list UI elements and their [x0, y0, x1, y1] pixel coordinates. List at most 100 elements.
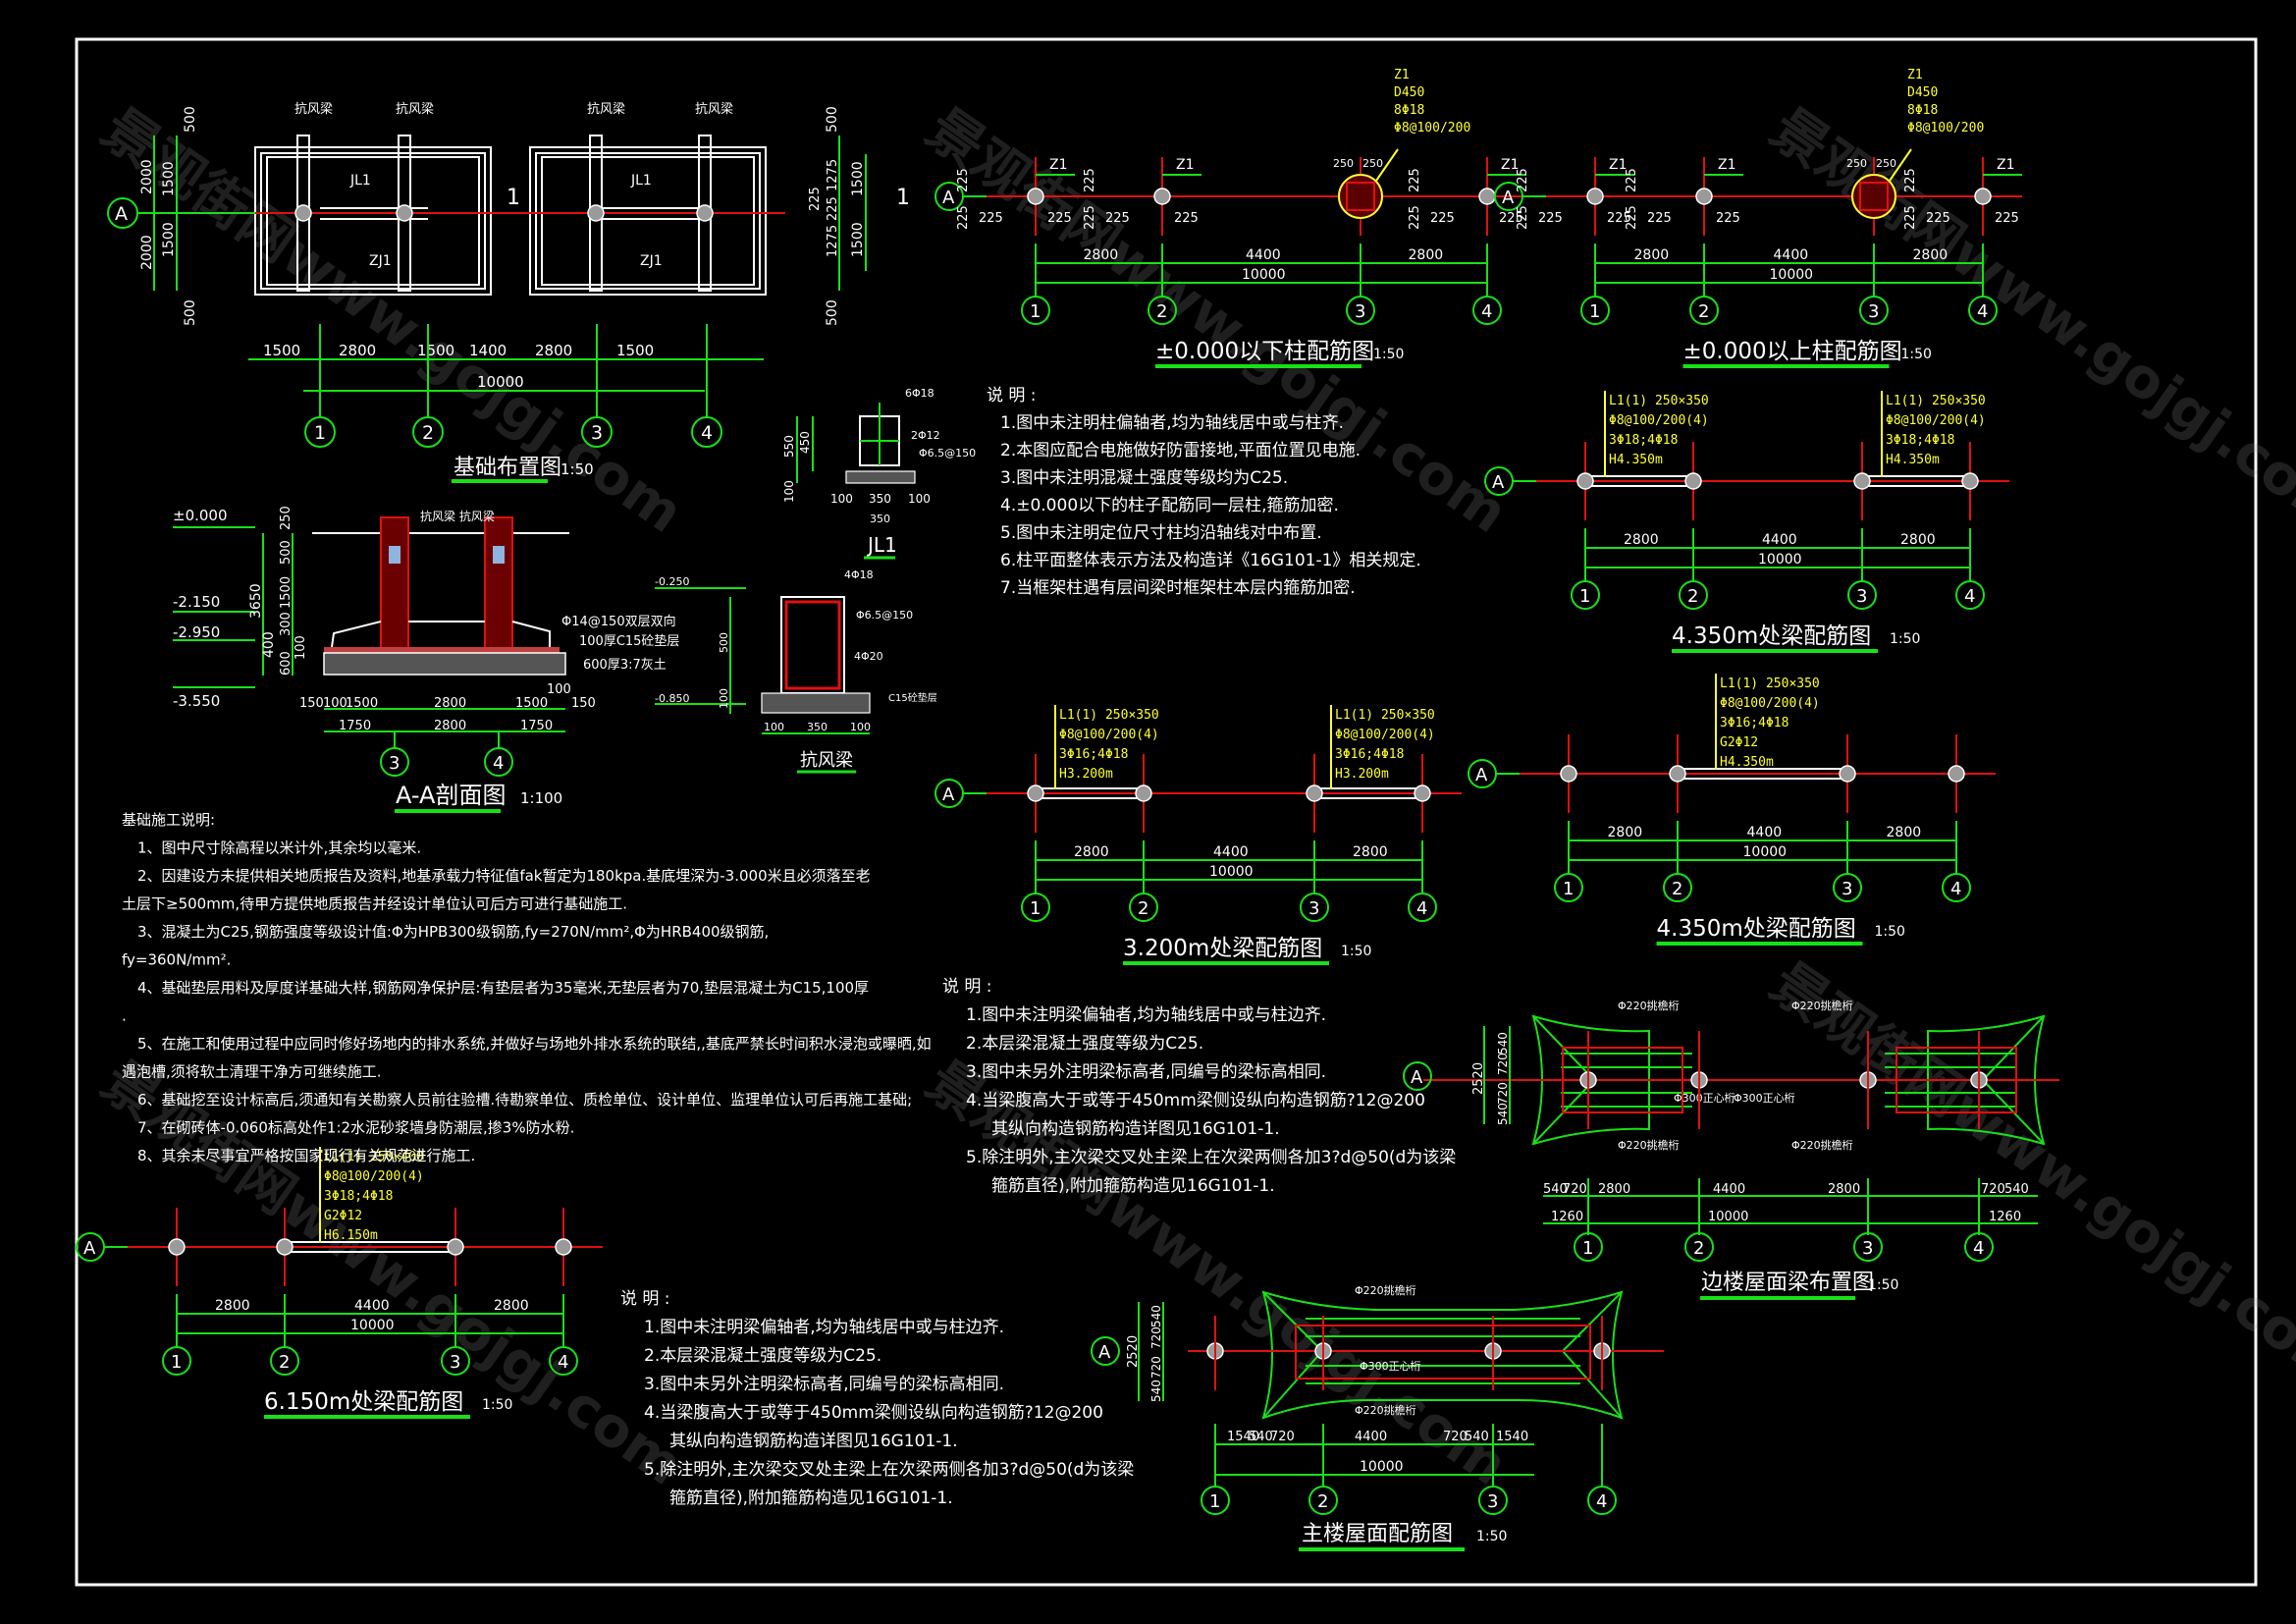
axis-label: 4 — [1950, 879, 1961, 899]
dim-text: 1500 — [279, 576, 294, 609]
axis-bubble — [1478, 1486, 1508, 1515]
axis-bubble — [162, 1346, 191, 1376]
watermark: 景观街网www.gojgj.com — [1759, 96, 2296, 546]
axis-bubble — [1021, 893, 1050, 922]
note-item: 1.图中未注明柱偏轴者,均为轴线居中或与柱齐. — [1000, 413, 1344, 433]
column — [1669, 765, 1686, 783]
drawing-title: 4.350m处梁配筋图 — [1657, 916, 1856, 942]
dim-text: 150 — [571, 696, 596, 711]
column — [1027, 785, 1044, 802]
rebar-layer — [324, 647, 560, 653]
foundation-plan: 抗风梁 抗风梁 抗风梁 抗风梁 JL1 JL1 ZJ1 ZJ1 1 1 2000… — [137, 102, 910, 483]
dim-text: 1500 — [346, 696, 378, 711]
plan-beam_320: AL1(1) 250×350Φ8@100/200(4)3Φ16;4Φ18H3.2… — [934, 705, 1462, 965]
dim-text: 720 — [1270, 1430, 1295, 1444]
dim-text: 300 — [279, 612, 294, 636]
note-item: 5、在施工和使用过程中应同时修好场地内的排水系统,并做好与场地外排水系统的联结,… — [137, 1035, 932, 1053]
axis-label: A — [1411, 1067, 1423, 1088]
axis-label: 3 — [1487, 1491, 1498, 1512]
section-mark: 1 — [507, 186, 520, 210]
axis-bubble — [412, 416, 444, 448]
dim-text: 2800 — [1084, 247, 1119, 263]
axis-label: 1 — [1563, 879, 1574, 899]
pier — [380, 516, 409, 652]
note-text: 100厚C15砼垫层 — [579, 633, 679, 649]
rebar-text: 4Φ18 — [844, 568, 874, 581]
zj1-label: ZJ1 — [369, 253, 392, 269]
dim-text: 4400 — [1246, 247, 1281, 263]
dim-text: 500 — [718, 632, 730, 653]
dim-text: 350 — [869, 492, 891, 506]
wind-beam-section — [389, 546, 400, 564]
note-item: fy=360N/mm². — [122, 951, 231, 969]
dim-text: 540 — [1149, 1380, 1163, 1402]
dim-text: 100 — [764, 721, 784, 733]
roof-eave — [1531, 1014, 1650, 1146]
dim-text: 225 — [956, 168, 971, 192]
dim-text: 100 — [718, 688, 730, 709]
dim-text: 225 — [1903, 205, 1918, 230]
level-text: ±0.000 — [173, 507, 228, 524]
dim-text: 350 — [807, 721, 828, 733]
beam-label: Φ8@100/200(4) — [1059, 728, 1159, 742]
axis-bubble — [1587, 1486, 1617, 1515]
tag-text: Φ300正心桁 — [1360, 1359, 1421, 1373]
dim-text: 100 — [830, 492, 853, 506]
axis-bubble — [1853, 1232, 1883, 1262]
axis-bubble — [1663, 873, 1692, 902]
note-item: 4、基础垫层用料及厚度详基础大样,钢筋网净保护层:有垫层者为35毫米,无垫层者为… — [137, 979, 869, 997]
dim-text: 550 — [782, 435, 796, 458]
dim-text: 2800 — [434, 719, 466, 733]
axis-bubble — [380, 747, 409, 777]
axis-label: 1 — [1579, 586, 1590, 607]
drawing-title: 边楼屋面梁布置图 — [1701, 1271, 1874, 1295]
lime-soil-layer — [323, 652, 566, 676]
hip-line — [1262, 1291, 1323, 1352]
axis-bubble — [1689, 296, 1719, 325]
dim-text: 225 — [1516, 168, 1530, 192]
beam-label: H3.200m — [1059, 767, 1113, 782]
column-tag: Z1 — [1049, 157, 1068, 173]
note-item: 7.当框架柱遇有层间梁时框架柱本层内箍筋加密. — [1000, 578, 1356, 598]
drawing-scale: 1:50 — [482, 1397, 512, 1413]
drawing-scale: 1:100 — [520, 789, 562, 807]
dim-text: 225 — [1625, 168, 1639, 192]
beam-label: H6.150m — [324, 1228, 378, 1243]
watermark: 景观街网www.gojgj.com — [915, 1049, 1519, 1498]
dim-text: 2520 — [1126, 1335, 1141, 1368]
pier — [484, 516, 513, 652]
dim-text: 2800 — [339, 342, 376, 359]
beam-label: H4.350m — [1886, 453, 1940, 467]
axis-label: 1 — [1030, 301, 1041, 322]
dim-text: 10000 — [1770, 267, 1814, 283]
note-item: 箍筋直径),附加箍筋构造见16G101-1. — [669, 1489, 953, 1508]
rebar-text: Φ6.5@150 — [919, 447, 976, 460]
dim-text: 225 — [1083, 205, 1097, 230]
axis-bubble — [1964, 1232, 1994, 1262]
drawing-title: 3.200m处梁配筋图 — [1123, 936, 1322, 961]
dim-text: 225 — [1499, 211, 1523, 226]
column — [1961, 472, 1979, 490]
drawing-scale: 1:50 — [1890, 631, 1920, 647]
footing-outline — [535, 152, 761, 290]
beam-label: L1(1) 250×350 — [1059, 708, 1159, 723]
beam-label: L1(1) 250×400 — [324, 1150, 424, 1164]
beam-tag: 抗风梁 抗风梁 — [420, 509, 495, 523]
level-text: -3.550 — [173, 692, 220, 710]
axis-bubble — [1148, 296, 1177, 325]
note-item: 8、其余未尽事宜严格按国家现行有关规范进行施工. — [137, 1147, 475, 1164]
notes-foundation: 基础施工说明:1、图中尺寸除高程以米计外,其余均以毫米.2、因建设方未提供相关地… — [122, 811, 932, 1164]
drawing-scale: 1:50 — [1373, 347, 1404, 362]
dim-text: 2800 — [535, 342, 572, 359]
drawing-scale: 1:50 — [1901, 347, 1932, 362]
axis-label: 4 — [1973, 1238, 1984, 1259]
dim-text: 500 — [183, 299, 198, 326]
dim-text: 2800 — [1409, 247, 1444, 263]
column — [1414, 785, 1431, 802]
note-item: 2、因建设方未提供相关地质报告及资料,地基承载力特征值fak暂定为180kpa.… — [137, 867, 871, 885]
dim-text: 1540 — [1496, 1430, 1528, 1444]
axis-bubble — [1859, 296, 1889, 325]
column-label: Φ8@100/200 — [1907, 121, 1984, 135]
